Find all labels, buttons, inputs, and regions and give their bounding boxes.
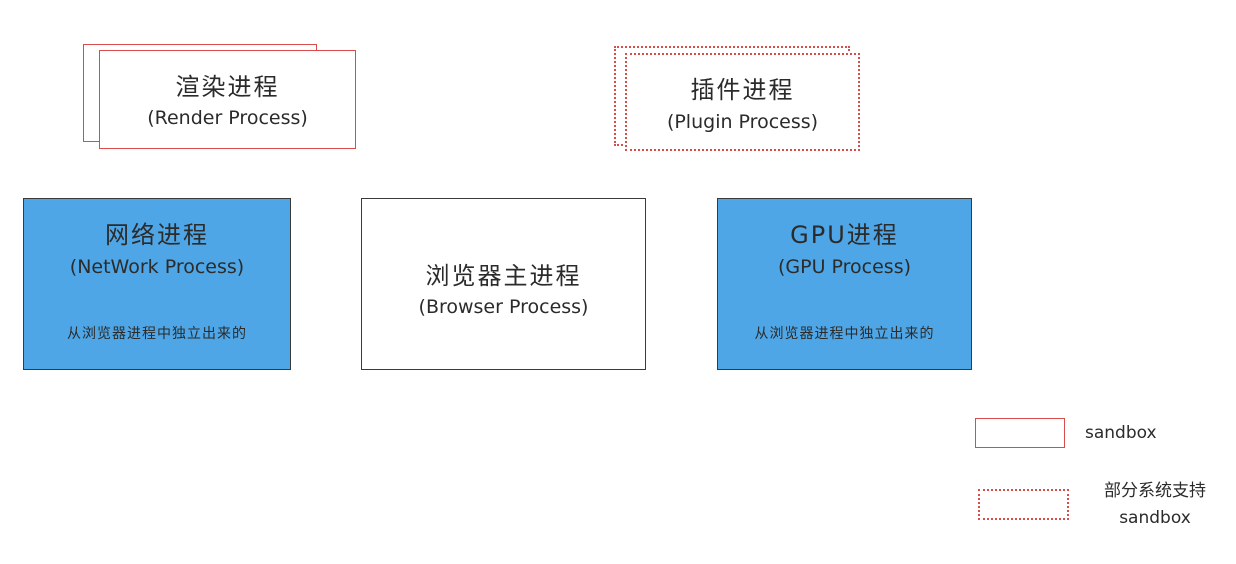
plugin-process-subtitle: (Plugin Process) <box>666 111 819 133</box>
gpu-process-box: GPU进程 (GPU Process) 从浏览器进程中独立出来的 <box>717 198 972 370</box>
legend-dotted-label-line2: sandbox <box>1119 508 1191 528</box>
render-process-title: 渲染进程 <box>175 73 280 101</box>
network-process-title: 网络进程 <box>105 221 209 249</box>
plugin-process-box: 插件进程 (Plugin Process) <box>625 53 860 151</box>
render-process-box: 渲染进程 (Render Process) <box>99 50 356 149</box>
gpu-process-subtitle: (GPU Process) <box>777 256 912 278</box>
legend-dotted-label-line1: 部分系统支持 <box>1104 481 1206 501</box>
plugin-process-title: 插件进程 <box>690 76 795 104</box>
legend-solid-label: sandbox <box>1085 423 1157 443</box>
legend-solid-swatch <box>975 418 1065 448</box>
render-process-subtitle: (Render Process) <box>147 107 308 129</box>
network-process-box: 网络进程 (NetWork Process) 从浏览器进程中独立出来的 <box>23 198 291 370</box>
legend-dotted-swatch <box>978 489 1069 520</box>
browser-process-subtitle: (Browser Process) <box>418 296 589 318</box>
network-process-subtitle: (NetWork Process) <box>69 256 245 278</box>
browser-process-title: 浏览器主进程 <box>425 262 582 290</box>
network-process-note: 从浏览器进程中独立出来的 <box>67 326 247 342</box>
browser-process-box: 浏览器主进程 (Browser Process) <box>361 198 646 370</box>
gpu-process-title: GPU进程 <box>790 221 899 249</box>
gpu-process-note: 从浏览器进程中独立出来的 <box>754 326 935 342</box>
